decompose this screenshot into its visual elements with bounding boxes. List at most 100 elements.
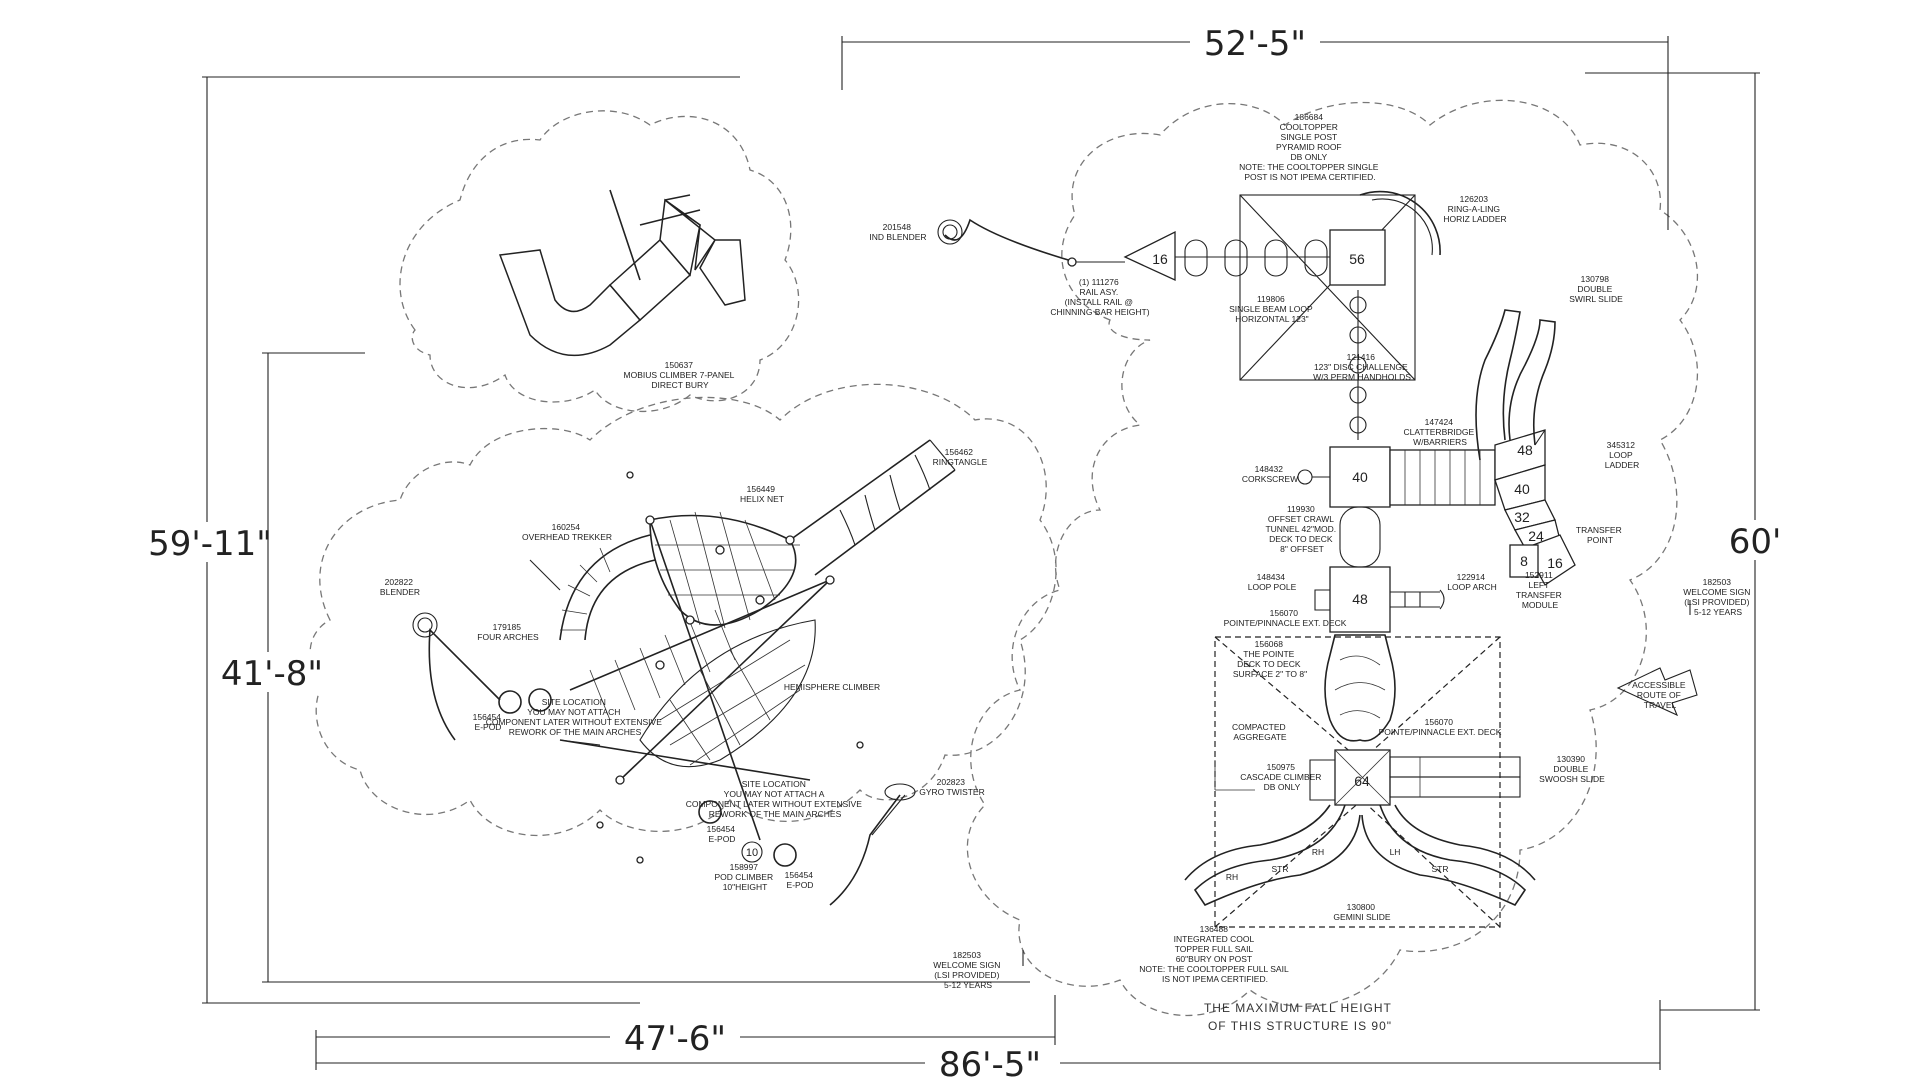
fall-height-note: THE MAXIMUM FALL HEIGHT OF THIS STRUCTUR… [1204,1001,1396,1033]
slide-tag-str-left: STR [1272,864,1289,874]
deck-48-lower [1329,566,1391,633]
hemisphere-climber [639,619,816,768]
deck-56-label: 56 [1349,251,1365,267]
label-site-location-2: SITE LOCATION YOU MAY NOT ATTACH A COMPO… [686,779,865,819]
ringtangle [789,439,956,576]
label-cascade: 150975 CASCADE CLIMBER DB ONLY [1240,762,1324,792]
loop-pole [1314,589,1330,611]
four-arches [589,609,736,721]
ring-a-ling [1359,190,1441,256]
corkscrew [1297,469,1313,485]
beam-loops [1175,239,1330,277]
label-arches: 179185 FOUR ARCHES [477,622,539,642]
overhead-trekker [559,534,651,641]
e-pod-2 [698,800,722,824]
arch-joints [615,515,835,785]
label-rail: (1) 111276 RAIL ASY. (INSTALL RAIL @ CHI… [1050,277,1149,317]
double-swirl-slide [1475,309,1521,461]
label-loop-pole: 148434 LOOP POLE [1248,572,1297,592]
label-trekker: 160254 OVERHEAD TREKKER [522,522,612,542]
label-mobius: 150637 MOBIUS CLIMBER 7-PANEL DIRECT BUR… [624,360,737,390]
label-beam-loop: 119806 SINGLE BEAM LOOP HORIZONTAL 123" [1229,294,1315,324]
dimension-lines: 52'-5" 59'-11" 41'-8" 47'-6" 86'-5" 60' [148,24,1790,1080]
label-epod-2: 156454 E-POD [707,824,738,844]
label-pointe-top: 156070 POINTE/PINNACLE EXT. DECK [1224,608,1347,628]
label-the-pointe: 156068 THE POINTE DECK TO DECK SURFACE 2… [1233,639,1307,679]
label-swoosh: 130390 DOUBLE SWOOSH SLIDE [1539,754,1605,784]
dim-left-outer: 59'-11" [148,524,272,564]
label-ring-a-ling: 126203 RING-A-LING HORIZ LADDER [1443,194,1506,224]
label-welcome-left: 182503 WELCOME SIGN (LSI PROVIDED) 5-12 … [933,950,1002,990]
gyro-twister [829,794,901,906]
deck-64-label: 64 [1354,773,1370,789]
deck-16-transfer-label: 16 [1547,555,1563,571]
accessible-route-arrow [1616,667,1698,717]
dim-left-inner: 41'-8" [221,654,323,694]
label-site-location-1: SITE LOCATION YOU MAY NOT ATTACH COMPONE… [486,697,665,737]
label-accessible: ACCESSIBLE ROUTE OF TRAVEL [1632,680,1688,710]
safety-zones [309,99,1699,1017]
deck-16-triangle [1123,230,1176,282]
deck-40-right-label: 40 [1514,481,1530,497]
label-epod-1: 156454 E-POD [473,712,504,732]
dim-right: 60' [1729,522,1782,562]
deck-48-upper-label: 48 [1517,442,1533,458]
label-pointe-mid: 156070 POINTE/PINNACLE EXT. DECK [1379,717,1502,737]
label-epod-3: 156454 E-POD [785,870,816,890]
leader-lines [1214,760,1255,791]
label-gyro: 202823 GYRO TWISTER [919,777,985,797]
slide-tag-lh: LH [1390,847,1401,857]
blender [428,628,501,741]
gemini-slide [1184,804,1536,907]
cascade-climber [1309,759,1335,801]
label-aggregate: COMPACTED AGGREGATE [1232,722,1288,742]
label-ind-blender: 201548 IND BLENDER [869,222,926,242]
label-transfer-point: TRANSFER POINT [1576,525,1624,545]
left-structure: 10 [412,439,1024,966]
deck-16-label: 16 [1152,251,1168,267]
dim-bottom-outer: 86'-5" [939,1045,1041,1080]
label-pod-climber: 158997 POD CLIMBER 10"HEIGHT [715,862,776,892]
deck-24-label: 24 [1528,528,1544,544]
main-arch-3 [559,739,811,781]
helix-net [649,514,797,626]
label-welcome-right: 182503 WELCOME SIGN (LSI PROVIDED) 5-12 … [1683,577,1752,617]
dim-bottom-inner: 47'-6" [624,1019,726,1059]
double-swoosh-slide [1389,756,1521,798]
e-pod-site-location [528,688,552,712]
label-corkscrew: 148432 CORKSCREW [1242,464,1298,484]
label-clatterbridge: 147424 CLATTERBRIDGE W/BARRIERS [1403,417,1476,447]
label-disc-challenge: 121416 123" DISC CHALLENGE W/3 PERM HAND… [1313,352,1411,382]
slide-tag-rh-inner: RH [1312,847,1324,857]
label-cooltopper-single: 186684 COOLTOPPER SINGLE POST PYRAMID RO… [1239,112,1381,182]
zone-right-structure [966,99,1699,1017]
label-swirl-slide: 130798 DOUBLE SWIRL SLIDE [1569,274,1623,304]
label-hemisphere: HEMISPHERE CLIMBER [784,682,880,692]
pod-climber-label: 10 [746,847,758,859]
cooltopper-roof [1239,194,1416,381]
deck-48-lower-label: 48 [1352,591,1368,607]
the-pointe [1324,634,1396,742]
label-transfer-module: 152911 LEFT TRANSFER MODULE [1516,570,1564,610]
disc-challenge [1349,290,1367,440]
clatterbridge [1389,449,1496,506]
label-gemini: 130800 GEMINI SLIDE [1333,902,1390,922]
label-loop-ladder: 345312 LOOP LADDER [1605,440,1639,470]
deck-8-label: 8 [1520,553,1528,569]
dim-top: 52'-5" [1204,24,1306,64]
label-blender: 202822 BLENDER [380,577,420,597]
pod-climber [741,841,763,863]
e-pod-1 [498,690,522,714]
label-crawl-tunnel: 119930 OFFSET CRAWL TUNNEL 42"MOD. DECK … [1265,504,1338,554]
loop-arch [1390,589,1445,610]
component-labels: 150637 MOBIUS CLIMBER 7-PANEL DIRECT BUR… [380,112,1752,1033]
deck-40-upper-label: 40 [1352,469,1368,485]
label-helix: 156449 HELIX NET [740,484,784,504]
ind-blender [944,218,1076,263]
label-cool-sail: 136488 INTEGRATED COOL TOPPER FULL SAIL … [1139,924,1290,984]
right-structure: 56 16 40 [937,190,1698,928]
zone-mobius [399,110,800,413]
label-ringtangle: 156462 RINGTANGLE [933,447,988,467]
e-pod-3 [773,843,797,867]
